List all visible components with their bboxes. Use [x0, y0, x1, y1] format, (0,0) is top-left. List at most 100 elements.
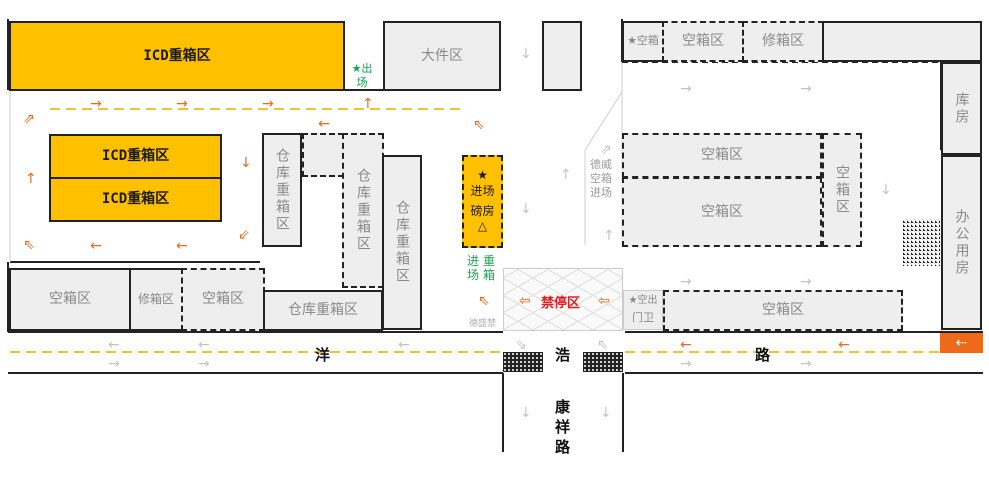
heavy-entry-label: 进重场箱 — [467, 254, 500, 282]
arrow-icon: ⇦ — [598, 293, 610, 309]
arrow-icon: ← — [198, 337, 210, 353]
arrow-icon: → — [680, 356, 692, 372]
road-char-lu-side: 路 — [555, 438, 571, 456]
parking-hatch-right — [903, 219, 940, 266]
no-parking-zone — [503, 268, 623, 331]
arrow-icon: ↑ — [560, 167, 572, 183]
arrow-icon: ⇖ — [597, 337, 609, 353]
empty-container-area-bl2: 空箱区 — [181, 268, 265, 331]
arrow-icon: ← — [318, 116, 330, 132]
road-char-hao: 浩 — [555, 346, 571, 364]
empty-container-area-r2: 空箱区 — [622, 177, 822, 247]
icd-heavy-container-area-mid2: ICD重箱区 — [49, 177, 222, 222]
area-label: 仓库重箱区 — [288, 302, 358, 319]
empty-star-block: ★空箱 — [622, 21, 664, 62]
exit-arrow-box: ⇠ — [940, 333, 983, 353]
road-char-yang: 洋 — [315, 346, 331, 364]
weigh-house: 磅房 — [470, 203, 495, 218]
area-label: 仓库重箱区 — [274, 147, 291, 233]
arrow-icon: ← — [90, 238, 102, 254]
road-char-kang: 康 — [555, 398, 571, 416]
weighbridge-house: ★ 进场 磅房 △ — [462, 155, 503, 248]
repair-container-area-top: 修箱区 — [742, 21, 824, 62]
area-label: 空箱区 — [49, 291, 91, 308]
area-label: ICD重箱区 — [101, 148, 170, 165]
arrow-icon: ← — [680, 337, 692, 353]
empty-container-area-br: 空箱区 — [663, 290, 903, 331]
road-char-xiang: 祥 — [555, 418, 571, 436]
arrow-icon: → — [800, 81, 812, 97]
arrow-icon: → — [90, 96, 102, 112]
area-label: ICD重箱区 — [101, 191, 170, 208]
area-label: 修箱区 — [762, 33, 804, 50]
empty-container-area-bl: 空箱区 — [9, 268, 131, 331]
arrow-icon: ↑ — [25, 171, 37, 187]
dewei-empty-label: 德威空箱进场 — [590, 158, 612, 199]
arrow-icon: ↓ — [240, 155, 252, 171]
warehouse-heavy-area-v2: 仓库重箱区 — [342, 133, 384, 288]
area-label: 修箱区 — [137, 291, 174, 306]
warehouse-heavy-area-v1: 仓库重箱区 — [262, 133, 302, 247]
area-label: 空箱区 — [834, 164, 851, 216]
crossing-hatch-left — [503, 352, 543, 372]
weigh-triangle: △ — [477, 219, 488, 234]
empty-container-area-top: 空箱区 — [662, 21, 744, 62]
arrow-icon: → — [680, 274, 692, 290]
office-building: 办公用房 — [941, 155, 982, 330]
arrow-icon: ↑ — [362, 96, 374, 112]
weigh-star: ★ — [477, 167, 488, 182]
arrow-icon: ↑ — [603, 228, 615, 244]
arrow-icon: ← — [176, 238, 188, 254]
area-label: 空箱区 — [762, 302, 804, 319]
arrow-icon: ⇘ — [515, 337, 527, 353]
warehouse-heavy-area-bottom: 仓库重箱区 — [263, 290, 383, 331]
arrow-icon: ⇦ — [519, 293, 531, 309]
area-label: 空箱区 — [682, 33, 724, 50]
gate-label: 门卫 — [632, 311, 654, 325]
arrow-icon: ⇗ — [600, 142, 612, 158]
exit-arrow-icon: ⇠ — [955, 335, 968, 351]
area-label: 仓库重箱区 — [355, 168, 372, 253]
road-char-lu-main: 路 — [755, 346, 771, 364]
no-parking-label: 禁停区 — [541, 296, 581, 311]
arrow-icon: ↓ — [520, 46, 532, 62]
area-label: ★空箱 — [627, 34, 659, 48]
arrow-icon: ↓ — [520, 201, 532, 217]
area-label: 办公用房 — [953, 208, 970, 277]
arrow-icon: → — [108, 356, 120, 372]
icd-heavy-container-area-top: ICD重箱区 — [9, 21, 345, 91]
warehouse-heavy-area-v3: 仓库重箱区 — [382, 155, 422, 330]
big-item-area: 大件区 — [383, 21, 501, 91]
arrow-icon: ← — [108, 337, 120, 353]
area-label: 大件区 — [421, 47, 463, 64]
area-label: 库房 — [953, 91, 970, 126]
crossing-hatch-right — [583, 352, 623, 372]
arrow-icon: ⇗ — [23, 111, 35, 127]
arrow-icon: → — [198, 356, 210, 372]
area-label: 仓库重箱区 — [394, 200, 411, 285]
area-label: ICD重箱区 — [143, 47, 211, 64]
area-label: 空箱区 — [701, 147, 743, 164]
arrow-icon: ↓ — [520, 405, 532, 421]
icd-heavy-container-area-mid1: ICD重箱区 — [49, 134, 222, 179]
arrow-icon: → — [680, 81, 692, 97]
arrow-icon: ⇖ — [473, 117, 485, 133]
warehouse-inner-small — [302, 133, 344, 177]
arrow-icon: ← — [398, 337, 410, 353]
arrow-icon: ⇖ — [23, 237, 35, 253]
repair-container-area-bl: 修箱区 — [129, 268, 183, 331]
empty-container-area-r-vert: 空箱区 — [822, 133, 862, 247]
empty-container-area-r1: 空箱区 — [622, 133, 822, 178]
arrow-icon: ⇙ — [238, 227, 250, 243]
small-gray-label: 德盛禁 — [469, 319, 497, 329]
area-label: 空箱区 — [701, 203, 743, 220]
exit-label-top: ★出场 — [351, 62, 373, 89]
driveway-left — [584, 62, 623, 245]
arrow-icon: → — [176, 96, 188, 112]
storehouse-small: 库房 — [941, 62, 982, 155]
arrow-icon: ⇖ — [478, 293, 490, 309]
area-label: 空箱区 — [202, 291, 244, 308]
arrow-icon: → — [800, 274, 812, 290]
arrow-icon: → — [262, 96, 274, 112]
